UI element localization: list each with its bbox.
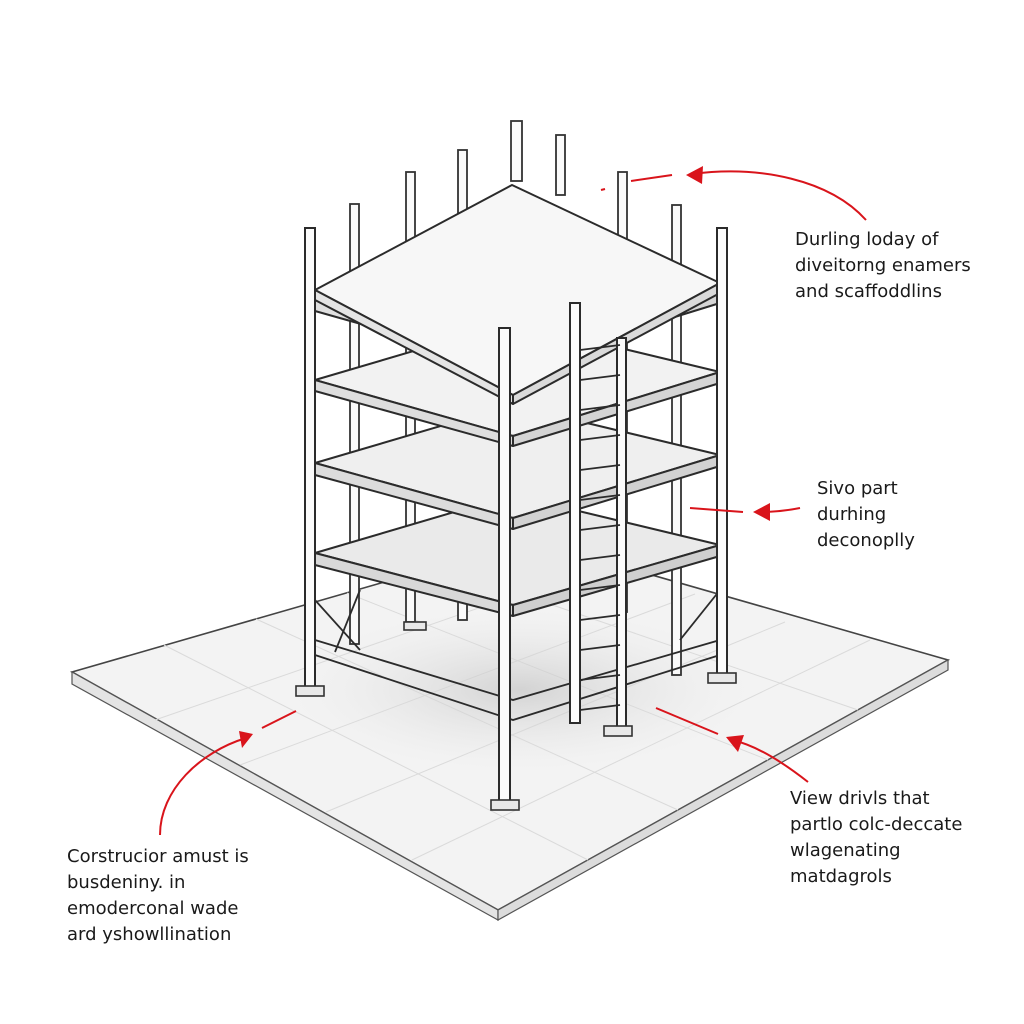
ladder xyxy=(579,344,621,711)
arrow-top-right xyxy=(691,170,867,221)
annotation-line: Sivo part xyxy=(817,478,898,499)
arrow-bottom-left xyxy=(159,737,247,836)
annotation-bottom-right: View drivls that partlo colc-deccate wla… xyxy=(790,786,962,890)
scaffold-decks xyxy=(314,184,721,617)
annotation-line: and scaffoddlins xyxy=(795,281,942,302)
base-plates xyxy=(295,621,737,811)
annotation-line: partlo colc-deccate xyxy=(790,814,963,835)
annotation-line: busdeniny. in xyxy=(67,872,186,893)
annotation-line: View drivls that xyxy=(790,788,930,809)
annotation-line: Durling loday of xyxy=(795,229,939,250)
annotation-arrows xyxy=(159,166,867,836)
annotation-line: emoderconal wade xyxy=(67,898,239,919)
annotation-line: diveitorng enamers xyxy=(795,255,971,276)
annotation-line: deconoplly xyxy=(817,530,915,551)
post-front-left xyxy=(304,227,316,689)
post-front-center xyxy=(498,327,511,804)
annotation-mid-right: Sivo part durhing deconoplly xyxy=(817,476,915,554)
annotation-line: ard yshowllination xyxy=(67,924,232,945)
post-front-right xyxy=(716,227,728,677)
annotation-line: Corstrucior amust is xyxy=(67,846,249,867)
annotation-bottom-left: Corstrucior amust is busdeniny. in emode… xyxy=(67,844,249,948)
front-posts xyxy=(304,227,728,804)
annotation-line: wlagenating xyxy=(790,840,901,861)
post-front-ladder xyxy=(569,302,581,724)
annotation-line: matdagrols xyxy=(790,866,892,887)
annotation-line: durhing xyxy=(817,504,887,525)
cross-braces xyxy=(314,589,721,721)
annotation-top-right: Durling loday of diveitorng enamers and … xyxy=(795,227,971,305)
